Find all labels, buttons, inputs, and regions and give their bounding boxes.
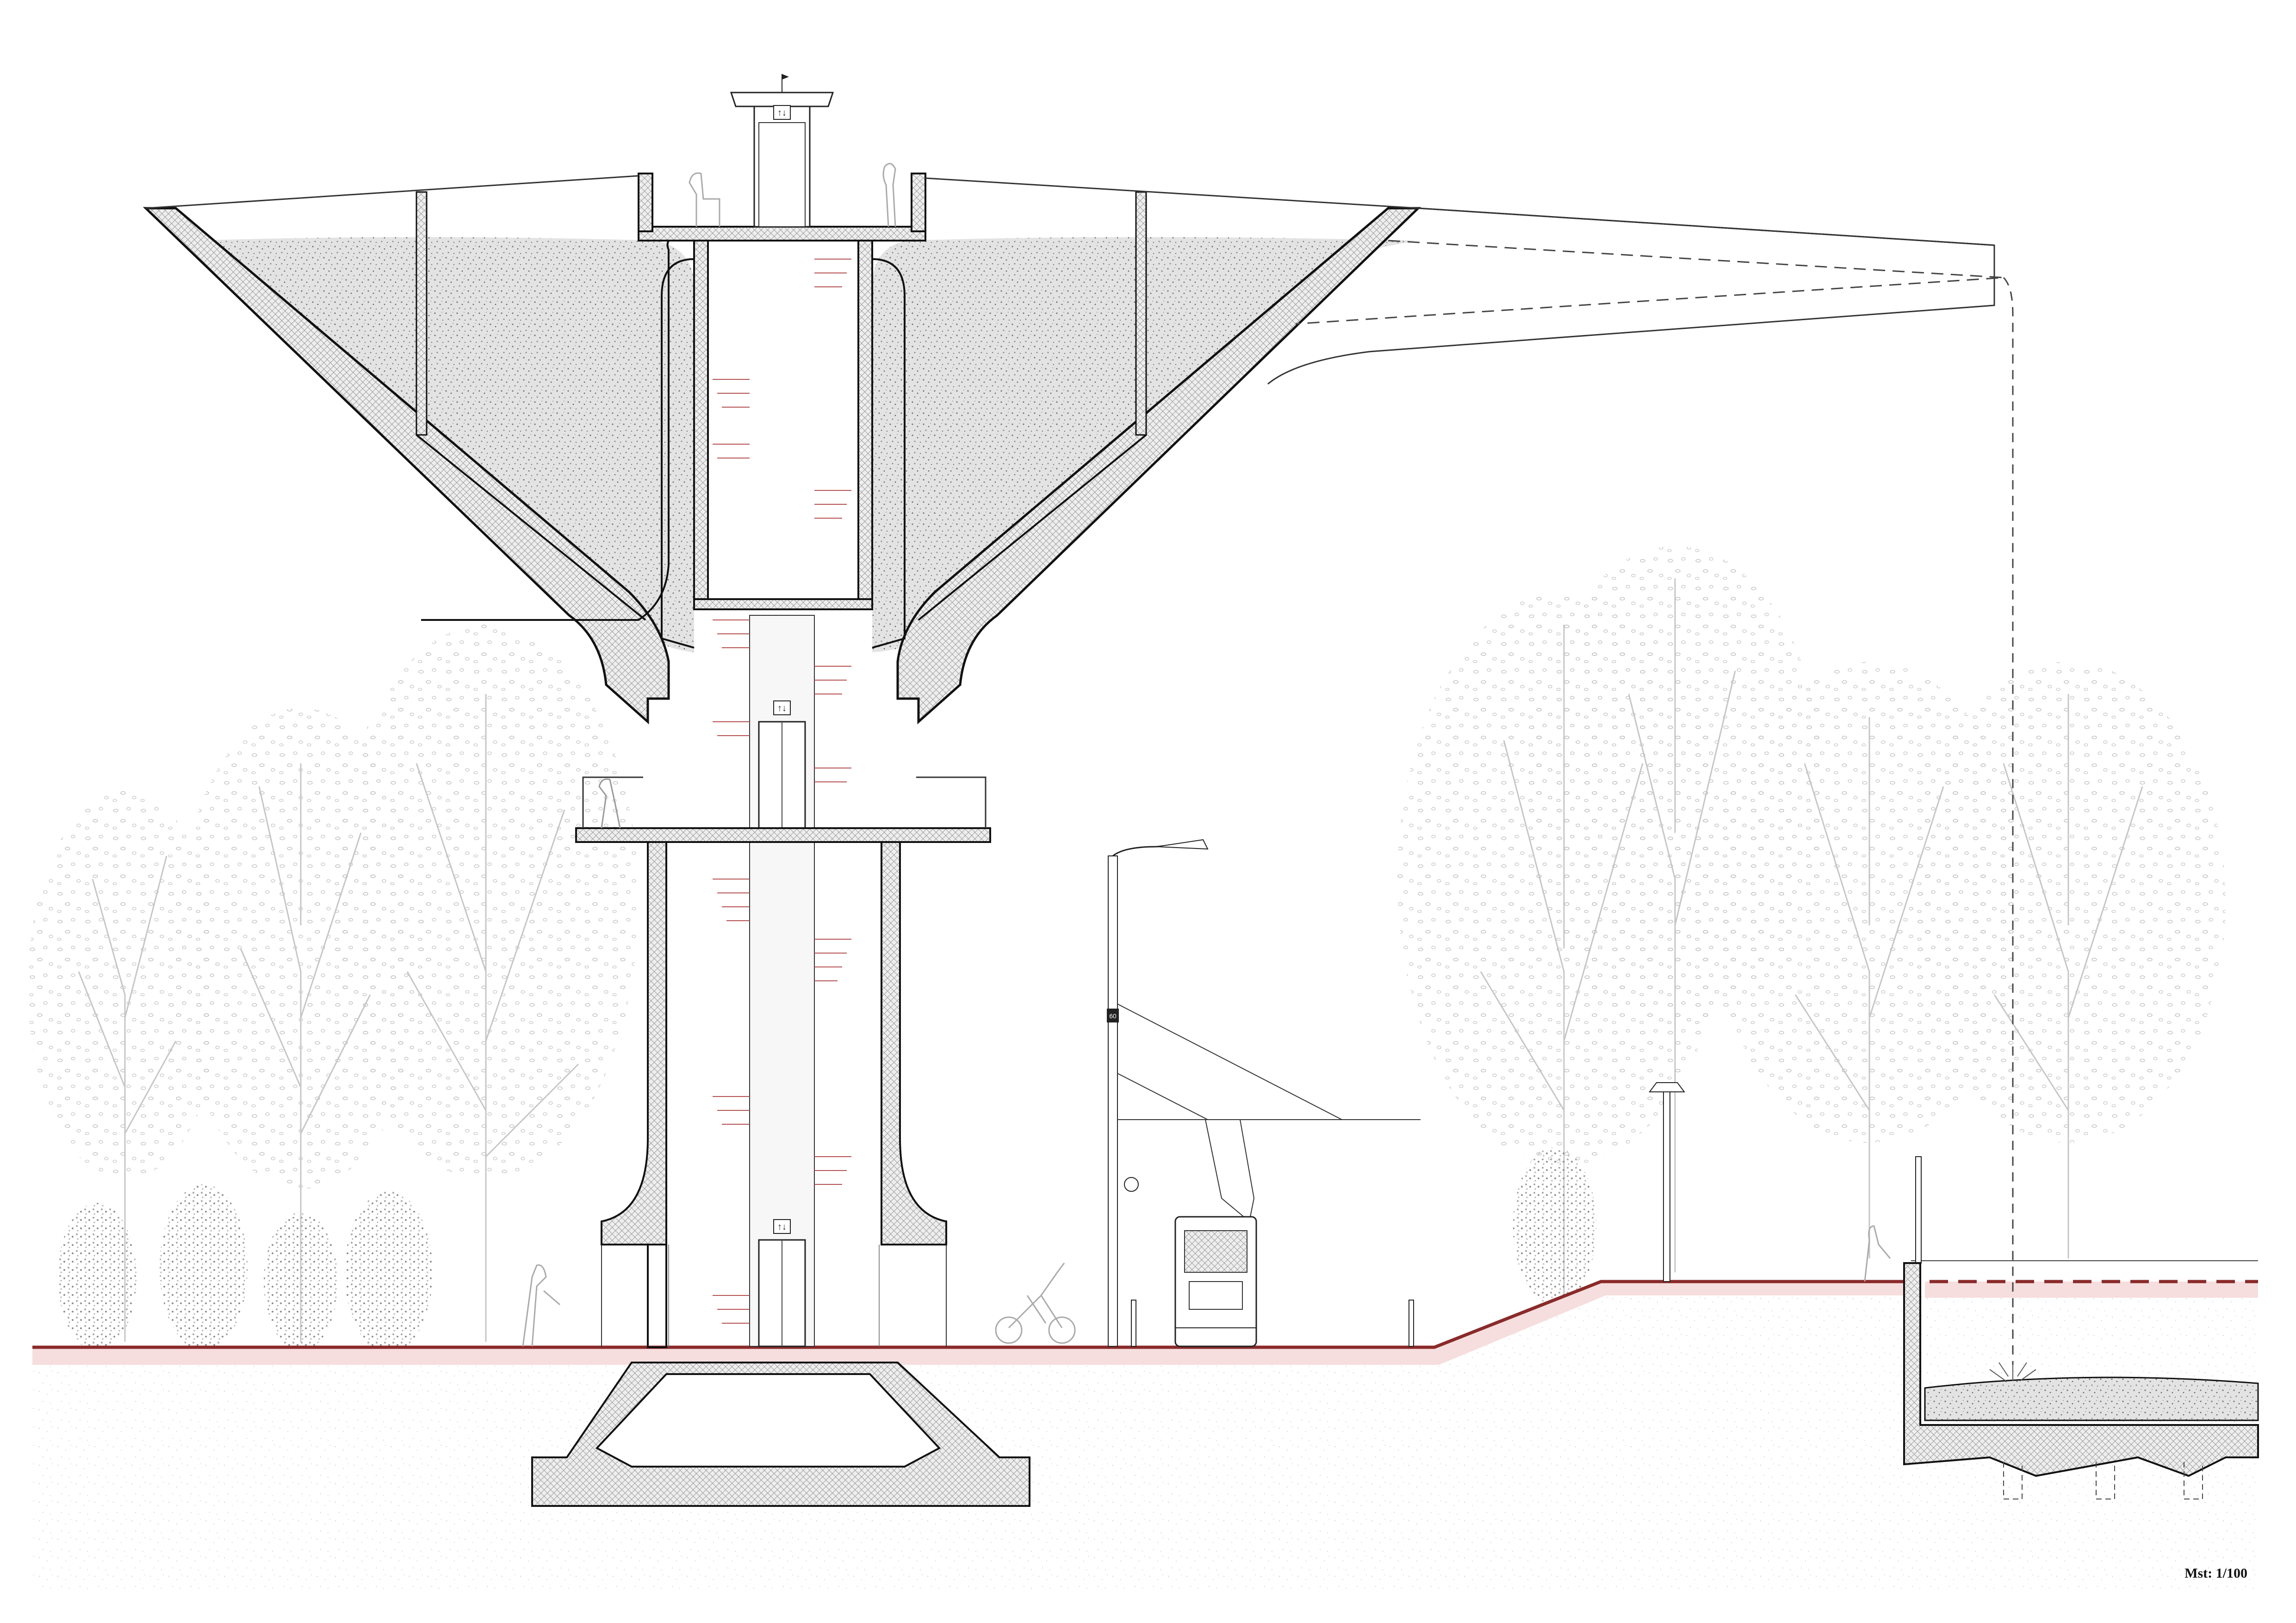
shrub	[58, 1203, 137, 1351]
elevator-symbol: ↑↓	[777, 108, 787, 118]
bollard-lamp-right	[1649, 1082, 1685, 1282]
tank-shell-left	[143, 207, 670, 725]
lamp-sign-text: 60	[1109, 1012, 1117, 1020]
foundation-void	[595, 1373, 941, 1468]
ground-line	[32, 1280, 1906, 1349]
inner-wall-base-left	[416, 434, 646, 621]
person-sitting-right	[1864, 1225, 1891, 1282]
shrub	[264, 1212, 338, 1351]
cantilever-outline	[1267, 207, 1995, 385]
person-seated	[689, 172, 720, 227]
elevator-door	[758, 122, 806, 227]
bike-wheel	[995, 1316, 1023, 1344]
shaft-base-left	[601, 839, 667, 1245]
bollard	[1915, 1156, 1922, 1264]
trees-left	[28, 546, 2226, 1342]
tree	[1911, 662, 2226, 1258]
ground-band-right	[1925, 1282, 2258, 1298]
elevator-sign	[773, 700, 791, 715]
elevator-symbol: ↑↓	[777, 1222, 787, 1232]
basin-piles	[2003, 1462, 2203, 1499]
basin-wall	[1903, 1262, 2259, 1477]
tank-shell-right	[896, 207, 1421, 725]
shrub	[1513, 1147, 1596, 1305]
post	[1131, 1300, 1136, 1347]
roof-deck	[638, 226, 926, 242]
pedestrian	[522, 1264, 560, 1347]
elevator-sign	[773, 1219, 791, 1234]
inner-wall-right	[1135, 191, 1147, 436]
core-floor	[693, 598, 873, 610]
tram	[1174, 1216, 1257, 1347]
basin	[1903, 1262, 2259, 1499]
street-lamp: 60	[1107, 839, 1209, 1347]
platform-slab	[575, 827, 991, 843]
core-wall-right	[857, 240, 873, 605]
elevator-sign	[773, 105, 791, 120]
tank-core-curve-left	[661, 258, 695, 649]
scale-label: Mst: 1/100	[2184, 1566, 2247, 1581]
inner-wall-base-right	[918, 434, 1147, 621]
mid-platform	[575, 776, 991, 843]
cyclist	[1008, 1263, 1065, 1329]
shrub	[345, 1191, 433, 1353]
elevator-lower: ↑↓	[758, 1219, 806, 1347]
water-tank	[143, 191, 1421, 725]
street-elements: 60	[522, 839, 1922, 1347]
platform-railing	[582, 776, 987, 828]
cantilever-dashed	[1295, 240, 2004, 325]
shrubs	[58, 1147, 1596, 1353]
lamp-sign	[1107, 1009, 1119, 1022]
drain-dashed	[2003, 277, 2014, 1365]
person-on-platform	[598, 778, 621, 829]
roof-parapet-left	[638, 173, 653, 232]
elevator-symbol: ↑↓	[777, 703, 787, 713]
tram-wires	[1117, 1004, 1421, 1222]
post	[1409, 1300, 1414, 1347]
shrub	[160, 1184, 248, 1351]
bike-wheel	[1048, 1316, 1076, 1344]
roof-parapet-right	[911, 173, 926, 232]
basin-water	[1924, 1376, 2259, 1421]
tank-core-curve-right	[872, 258, 906, 649]
core-wall-left	[693, 240, 709, 605]
elevator-middle: ↑↓	[758, 700, 806, 829]
inner-wall-left	[416, 191, 428, 436]
foundation	[531, 1362, 1030, 1507]
tree	[28, 791, 222, 1342]
person-standing	[882, 163, 896, 227]
flag	[782, 74, 789, 80]
roof: ↑↓	[145, 74, 2014, 1365]
elevator-tower-roof	[730, 92, 834, 107]
shaft-base-right	[881, 839, 947, 1245]
clock	[1124, 1177, 1139, 1192]
tree	[333, 625, 639, 1342]
stair	[713, 259, 851, 1324]
drip-rays	[1989, 1362, 2036, 1381]
